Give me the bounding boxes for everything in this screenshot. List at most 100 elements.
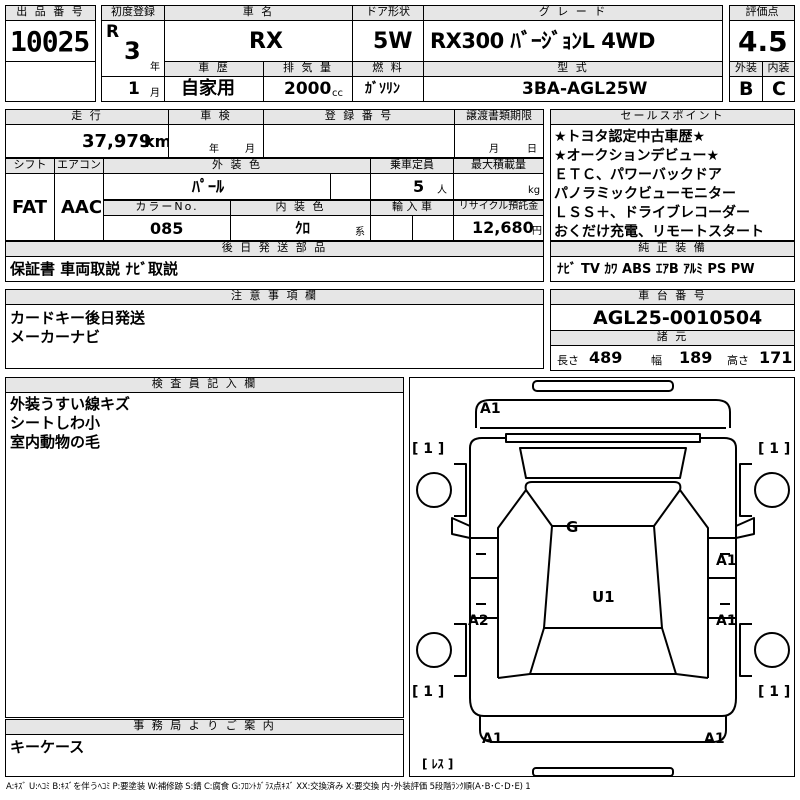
genuine-value: ﾅﾋﾞ TV ｶﾜ ABS ｴｱB ｱﾙﾐ PS PW bbox=[557, 262, 755, 277]
inspector-cell: 外装うすい線キズシートしわ小室内動物の毛 bbox=[5, 392, 404, 718]
shift-header: シフト bbox=[5, 158, 55, 174]
office-header: 事 務 局 よ り ご 案 内 bbox=[5, 719, 404, 735]
displacement-unit: cc bbox=[332, 88, 343, 99]
aircon-header: エアコン bbox=[54, 158, 104, 174]
door-value: 5W bbox=[373, 29, 413, 54]
genuine-cell: ﾅﾋﾞ TV ｶﾜ ABS ｴｱB ｱﾙﾐ PS PW bbox=[550, 256, 795, 282]
sales-point-item: パノラミックビューモニター bbox=[554, 186, 736, 202]
length-label: 長さ bbox=[557, 354, 579, 367]
damage-a1-rdoor-rear: A1 bbox=[716, 613, 737, 629]
transfer-cell: 月 日 bbox=[454, 124, 544, 158]
ext-color-header: 外 装 色 bbox=[103, 158, 371, 174]
transfer-month-unit: 月 bbox=[489, 144, 499, 155]
max-load-unit: kg bbox=[528, 185, 541, 196]
legend-text: A:ｷｽﾞ U:ﾍｺﾐ B:ｷｽﾞを伴うﾍｺﾐ P:要塗装 W:補修跡 S:錆 … bbox=[6, 782, 531, 792]
score-cell: 4.5 bbox=[729, 20, 795, 62]
interior-cell: C bbox=[762, 76, 795, 102]
sales-point-item: ＬＳＳ＋、ドライブレコーダー bbox=[554, 205, 750, 221]
exterior-header: 外装 bbox=[729, 61, 763, 77]
interior-value: C bbox=[772, 78, 786, 100]
note-item: カードキー後日発送 bbox=[10, 309, 146, 327]
color-no-value: 085 bbox=[150, 219, 184, 238]
length-value: 489 bbox=[589, 348, 623, 367]
grade-cell: RX300 ﾊﾞｰｼﾞｮﾝL 4WD bbox=[423, 20, 723, 62]
aircon-value: AAC bbox=[61, 197, 103, 218]
first-reg-month-cell: 1 月 bbox=[101, 76, 165, 102]
import-header: 輸 入 車 bbox=[370, 200, 454, 216]
shift-value: FAT bbox=[12, 197, 48, 218]
ext-color-value: ﾊﾟｰﾙ bbox=[192, 177, 225, 196]
height-label: 高さ bbox=[727, 354, 749, 367]
recycle-cell: 12,680 円 bbox=[453, 215, 544, 241]
history-cell: 自家用 bbox=[164, 76, 264, 102]
history-value: 自家用 bbox=[181, 78, 235, 99]
car-name-value: RX bbox=[249, 29, 283, 54]
notes-list: カードキー後日発送メーカーナビ bbox=[10, 309, 145, 347]
exterior-value: B bbox=[739, 78, 754, 100]
sales-point-item: ★オークションデビュー★ bbox=[554, 148, 720, 164]
width-value: 189 bbox=[679, 348, 713, 367]
displacement-value: 2000 bbox=[284, 79, 332, 99]
mileage-value: 37,979 bbox=[82, 131, 152, 152]
mileage-cell: 37,979 km bbox=[5, 124, 172, 158]
inspector-note-item: 外装うすい線キズ bbox=[10, 395, 131, 413]
inspection-header: 車 検 bbox=[168, 109, 264, 125]
mileage-unit: km bbox=[144, 132, 172, 151]
later-parts-value: 保証書 車両取説 ﾅﾋﾞ取説 bbox=[10, 260, 178, 278]
import-cell-b bbox=[412, 215, 454, 241]
office-notes-list: キーケース bbox=[10, 738, 84, 757]
fuel-header: 燃 料 bbox=[352, 61, 424, 77]
car-name-cell: RX bbox=[164, 20, 353, 62]
capacity-header: 乗車定員 bbox=[370, 158, 454, 174]
first-reg-year-cell: R 3 年 bbox=[101, 20, 165, 77]
damage-u1: U1 bbox=[592, 588, 615, 606]
sales-point-item: ★トヨタ認定中古車歴★ bbox=[554, 129, 706, 145]
sales-point-item: おくだけ充電、リモートスタート bbox=[554, 224, 764, 240]
aircon-cell: AAC bbox=[54, 173, 104, 241]
capacity-value: 5 bbox=[413, 177, 425, 196]
office-note-item: キーケース bbox=[10, 738, 85, 756]
ext-color-extra bbox=[330, 173, 371, 200]
first-reg-year-value: 3 bbox=[124, 37, 141, 65]
import-cell-a bbox=[370, 215, 413, 241]
damage-bracket-fr: [ 1 ] bbox=[758, 441, 791, 457]
damage-lens: [ ﾚｽ ] bbox=[422, 757, 454, 771]
first-reg-month-value: 1 bbox=[128, 79, 140, 99]
registration-no-cell bbox=[263, 124, 455, 158]
damage-bracket-fl: [ 1 ] bbox=[412, 441, 445, 457]
damage-a1-rdoor-front: A1 bbox=[716, 553, 737, 569]
sales-points-header: セールスポイント bbox=[550, 109, 795, 125]
recycle-header: リサイクル預託金 bbox=[453, 200, 544, 216]
int-color-header: 内 装 色 bbox=[230, 200, 371, 216]
fuel-cell: ｶﾞｿﾘﾝ bbox=[352, 76, 424, 102]
door-header: ドア形状 bbox=[352, 5, 424, 21]
specs-header: 諸 元 bbox=[550, 330, 795, 346]
max-load-header: 最大積載量 bbox=[453, 158, 544, 174]
lot-no-header: 出 品 番 号 bbox=[5, 5, 96, 21]
later-parts-cell: 保証書 車両取説 ﾅﾋﾞ取説 bbox=[5, 256, 544, 282]
fuel-value: ｶﾞｿﾘﾝ bbox=[365, 81, 400, 97]
first-reg-header: 初度登録 bbox=[101, 5, 165, 21]
max-load-cell: kg bbox=[453, 173, 544, 200]
inspection-year-unit: 年 bbox=[209, 144, 219, 155]
mileage-header: 走 行 bbox=[5, 109, 169, 125]
damage-a1-rear-right: A1 bbox=[704, 731, 725, 747]
color-no-cell: 085 bbox=[103, 215, 231, 241]
model-value: 3BA-AGL25W bbox=[522, 79, 648, 99]
damage-g: G bbox=[566, 518, 579, 536]
int-color-value: ｸﾛ bbox=[295, 219, 311, 237]
sales-points-list: ★トヨタ認定中古車歴★★オークションデビュー★ＥＴＣ、パワーバックドアパノラミッ… bbox=[554, 128, 764, 242]
score-header: 評価点 bbox=[729, 5, 795, 21]
damage-bracket-rr: [ 1 ] bbox=[758, 684, 791, 700]
sales-points-cell: ★トヨタ認定中古車歴★★オークションデビュー★ＥＴＣ、パワーバックドアパノラミッ… bbox=[550, 124, 795, 241]
notes-cell: カードキー後日発送メーカーナビ bbox=[5, 304, 544, 369]
model-cell: 3BA-AGL25W bbox=[423, 76, 723, 102]
lot-no-value: 10025 bbox=[10, 25, 90, 58]
month-unit: 月 bbox=[150, 88, 160, 99]
door-cell: 5W bbox=[352, 20, 424, 62]
color-no-header: カラーNo. bbox=[103, 200, 231, 216]
inspection-month-unit: 月 bbox=[245, 144, 255, 155]
inspector-note-item: シートしわ小 bbox=[10, 414, 101, 432]
damage-a1-rear-left: A1 bbox=[482, 731, 503, 747]
car-outline-diagram bbox=[416, 380, 790, 777]
